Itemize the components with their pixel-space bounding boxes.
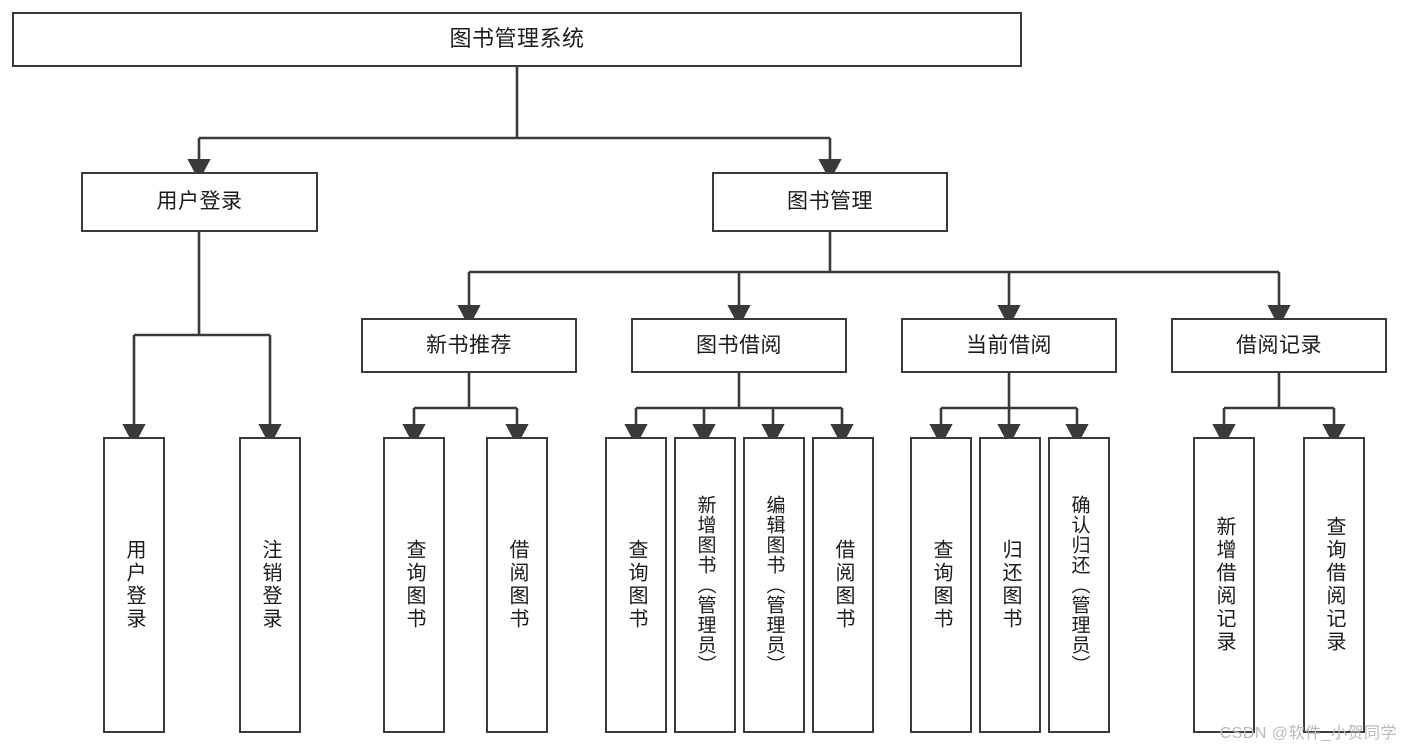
leaf-book-borrow-edit[interactable]: 编辑图书（管理员） [743, 437, 805, 733]
leaf-current-borrow-query[interactable]: 查询图书 [910, 437, 972, 733]
leaf-book-borrow-query[interactable]: 查询图书 [605, 437, 667, 733]
node-new-book-recommend[interactable]: 新书推荐 [361, 318, 577, 373]
leaf-borrow-record-add[interactable]: 新增借阅记录 [1193, 437, 1255, 733]
leaf-current-borrow-confirm-return[interactable]: 确认归还（管理员） [1048, 437, 1110, 733]
leaf-label: 归还图书 [999, 539, 1021, 631]
leaf-label: 注销登录 [259, 539, 281, 631]
leaf-label: 确认归还（管理员） [1068, 495, 1090, 675]
node-book-management[interactable]: 图书管理 [712, 172, 948, 232]
leaf-label: 用户登录 [123, 539, 145, 631]
leaf-new-book-query[interactable]: 查询图书 [383, 437, 445, 733]
leaf-book-borrow-borrow[interactable]: 借阅图书 [812, 437, 874, 733]
leaf-label: 编辑图书（管理员） [763, 495, 785, 675]
leaf-label: 新增借阅记录 [1213, 516, 1235, 654]
csdn-watermark: CSDN @软件_小贺同学 [1219, 725, 1397, 742]
node-root-system[interactable]: 图书管理系统 [12, 12, 1022, 67]
node-user-login[interactable]: 用户登录 [81, 172, 318, 232]
leaf-book-borrow-add[interactable]: 新增图书（管理员） [674, 437, 736, 733]
node-borrow-record[interactable]: 借阅记录 [1171, 318, 1387, 373]
leaf-label: 新增图书（管理员） [694, 495, 716, 675]
leaf-label: 查询图书 [930, 539, 952, 631]
node-book-borrow[interactable]: 图书借阅 [631, 318, 847, 373]
leaf-user-login-logout[interactable]: 注销登录 [239, 437, 301, 733]
leaf-user-login-login[interactable]: 用户登录 [103, 437, 165, 733]
leaf-label: 查询借阅记录 [1323, 516, 1345, 654]
node-current-borrow[interactable]: 当前借阅 [901, 318, 1117, 373]
leaf-new-book-borrow[interactable]: 借阅图书 [486, 437, 548, 733]
leaf-label: 借阅图书 [506, 539, 528, 631]
leaf-current-borrow-return[interactable]: 归还图书 [979, 437, 1041, 733]
leaf-label: 借阅图书 [832, 539, 854, 631]
leaf-label: 查询图书 [625, 539, 647, 631]
leaf-label: 查询图书 [403, 539, 425, 631]
leaf-borrow-record-query[interactable]: 查询借阅记录 [1303, 437, 1365, 733]
